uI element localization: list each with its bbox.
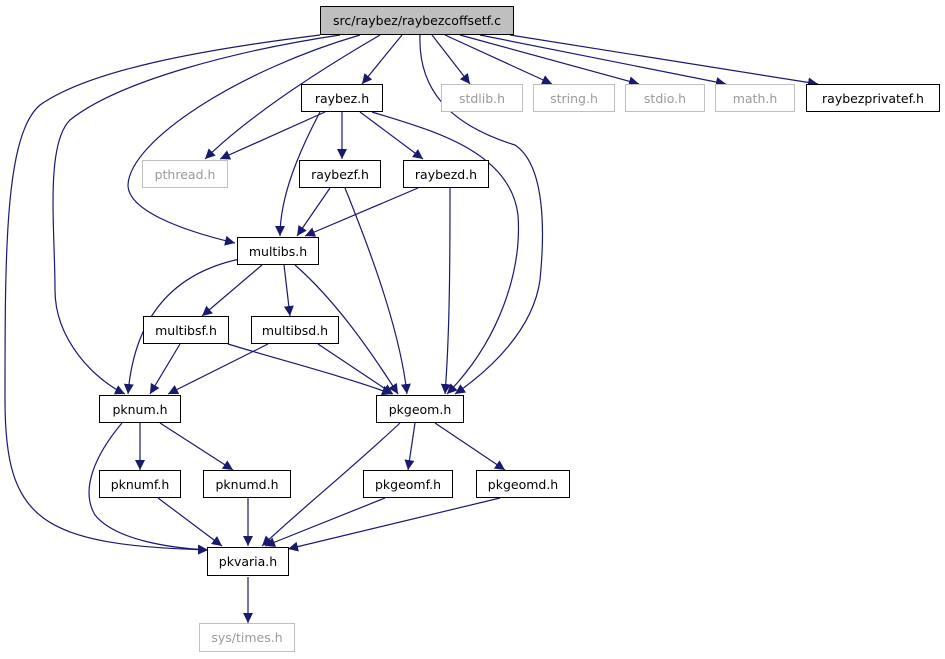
edge-pknum-pknumd <box>159 422 234 471</box>
node-stdio-h: stdio.h <box>625 84 705 112</box>
edge-root-string <box>444 34 553 85</box>
edge-root-stdio <box>459 34 640 87</box>
node-multibsf-h[interactable]: multibsf.h <box>143 316 229 344</box>
edge-pkgeom-pkvaria <box>261 422 401 547</box>
edge-root-pkgeom <box>419 34 544 395</box>
node-raybez-h[interactable]: raybez.h <box>301 84 383 112</box>
edge-multibsd-pknum <box>167 343 269 395</box>
edge-root-raybezprivatef <box>509 34 819 88</box>
edge-multibsf-pkgeom <box>227 343 393 396</box>
node-raybezd-h[interactable]: raybezd.h <box>403 160 489 188</box>
node-stdlib-h: stdlib.h <box>441 84 523 112</box>
node-sys-times-h: sys/times.h <box>199 623 295 652</box>
node-pkgeomd-h[interactable]: pkgeomd.h <box>476 470 570 498</box>
node-pknum-h[interactable]: pknum.h <box>99 395 181 423</box>
edge-root-pknum <box>52 34 341 395</box>
edge-root-pthread <box>204 34 381 160</box>
edge-raybez-raybezd <box>359 111 424 160</box>
edge-raybezd-pkgeom <box>440 187 451 395</box>
edge-multibsf-pknum <box>149 343 181 395</box>
edge-pkgeomd-pkvaria <box>287 497 501 552</box>
edge-root-multibs <box>127 34 361 246</box>
node-pknumd-h[interactable]: pknumd.h <box>203 470 291 498</box>
edge-root-raybez <box>361 34 403 85</box>
edge-multibs-multibsd <box>283 264 294 317</box>
edge-raybezf-multibs <box>296 187 331 237</box>
edge-pkgeom-pkgeomf <box>404 422 416 471</box>
edge-pknum-pkvaria <box>88 422 209 555</box>
node-multibs-h[interactable]: multibs.h <box>237 237 319 265</box>
node-raybezf-h[interactable]: raybezf.h <box>299 160 381 188</box>
node-math-h: math.h <box>715 84 795 112</box>
edge-root-stdlib <box>431 34 471 85</box>
edge-pkgeomf-pkvaria <box>264 497 386 547</box>
edge-raybez-pkgeom <box>371 111 520 395</box>
edge-raybez-multibs <box>275 111 321 237</box>
node-pkgeomf-h[interactable]: pkgeomf.h <box>363 470 453 498</box>
edge-raybez-pthread <box>219 111 326 160</box>
edge-root-math <box>479 34 727 87</box>
node-string-h: string.h <box>533 84 615 112</box>
node-pknumf-h[interactable]: pknumf.h <box>99 470 181 498</box>
edge-pknumf-pkvaria <box>157 497 223 547</box>
edge-multibs-multibsf <box>201 264 263 317</box>
node-pkgeom-h[interactable]: pkgeom.h <box>376 395 464 423</box>
node-pthread-h: pthread.h <box>142 160 228 188</box>
edge-root-pkvaria <box>4 34 321 555</box>
edge-multibsd-pkgeom <box>317 343 394 395</box>
edge-raybezd-multibs <box>304 187 419 237</box>
node-pkvaria-h[interactable]: pkvaria.h <box>207 547 289 576</box>
node-root-file: src/raybez/raybezcoffsetf.c <box>320 6 514 35</box>
edge-raybezf-pkgeom <box>344 187 411 395</box>
node-raybezprivatef-h[interactable]: raybezprivatef.h <box>806 84 940 112</box>
edge-multibs-pkgeom <box>294 264 399 395</box>
edge-pkgeom-pkgeomd <box>434 422 506 471</box>
node-multibsd-h[interactable]: multibsd.h <box>251 316 339 344</box>
edge-multibs-pknum <box>123 257 246 395</box>
